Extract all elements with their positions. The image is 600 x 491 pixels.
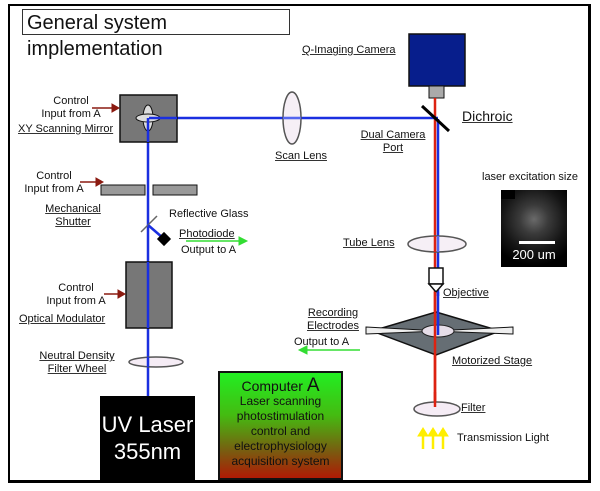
photodiode [156,231,172,247]
objective-tip [427,283,445,294]
control-line-2: Input from A [24,183,84,195]
label-line-1: Neutral Density [39,350,115,362]
control-line-1: Control [58,282,94,294]
filter-lens [413,401,461,417]
recording-electrodes-label: Recording Electrodes [304,307,362,333]
control-line-2: Input from A [41,108,101,120]
transmission-light-label: Transmission Light [457,432,549,444]
computer-a: Computer A Laser scanning photostimulati… [218,371,343,480]
electrode-left [365,326,441,335]
computer-line: photostimulation [236,409,325,423]
computer-line: electrophysiology [234,439,327,453]
mirror-control-label: Control Input from A [34,95,108,121]
filter-label: Filter [461,402,486,414]
tube-lens-label: Tube Lens [343,237,395,249]
computer-line: Laser scanning [239,394,322,408]
computer-line: control and [250,424,311,438]
nd-filter-label: Neutral Density Filter Wheel [34,350,120,376]
camera-label: Q-Imaging Camera [302,44,396,56]
dichroic-mirror [420,104,451,133]
control-line-2: Input from A [46,295,106,307]
laser-excitation-image: 200 um [501,190,567,267]
image-corner [501,190,515,199]
reflective-glass-label: Reflective Glass [169,208,249,220]
label-line-1: Recording [307,307,359,319]
computer-line: acquisition system [231,454,330,468]
scale-bar [519,241,555,244]
computer-heading-text: Computer [241,378,303,394]
scale-bar-label: 200 um [512,247,556,262]
control-arrow-shutter [80,177,105,187]
uv-laser: UV Laser 355nm [100,396,195,480]
electrode-right [431,326,514,335]
scan-lens-label: Scan Lens [275,150,327,162]
excitation-size-label: laser excitation size [482,171,578,183]
uv-laser-name: UV Laser [101,412,194,437]
control-line-1: Control [36,170,72,182]
photodiode-output-arrow [186,236,249,246]
shutter-blade-left [100,184,146,196]
mechanical-shutter-label: Mechanical Shutter [40,203,106,229]
label-line-2: Port [382,142,404,154]
camera-mount [428,85,445,99]
modulator-control-label: Control Input from A [44,282,108,308]
label-line-2: Filter Wheel [47,363,107,375]
camera-body [408,33,466,87]
computer-heading: Computer A [220,375,341,396]
xy-scanning-mirror-label: XY Scanning Mirror [18,123,114,135]
optical-modulator-label: Optical Modulator [19,313,106,325]
objective-body [428,267,444,285]
label-line-1: Dual Camera [360,129,426,141]
control-arrow-modulator [104,289,127,299]
photodiode-label: Photodiode [179,228,235,240]
label-line-2: Shutter [55,216,91,228]
transmission-light-icon [417,427,449,449]
nd-filter-wheel [128,356,184,368]
diagram-title: General system implementation [22,9,290,60]
label-line-1: Mechanical [45,203,101,215]
camera-port-label: Dual Camera Port [357,129,429,155]
objective-label: Objective [443,287,489,299]
electrode-output-arrow [297,345,360,355]
control-arrow-mirror [92,103,121,113]
shutter-control-label: Control Input from A [22,170,86,196]
computer-heading-letter: A [306,375,320,396]
uv-laser-wavelength: 355nm [113,439,182,464]
motorized-stage-label: Motorized Stage [452,355,533,367]
dichroic-label: Dichroic [462,108,513,124]
reflective-glass [140,215,158,233]
control-line-1: Control [53,95,89,107]
electrodes-output-label: Output to A [294,336,350,348]
photodiode-output-label: Output to A [181,244,237,256]
label-line-2: Electrodes [307,320,359,332]
shutter-blade-right [152,184,198,196]
